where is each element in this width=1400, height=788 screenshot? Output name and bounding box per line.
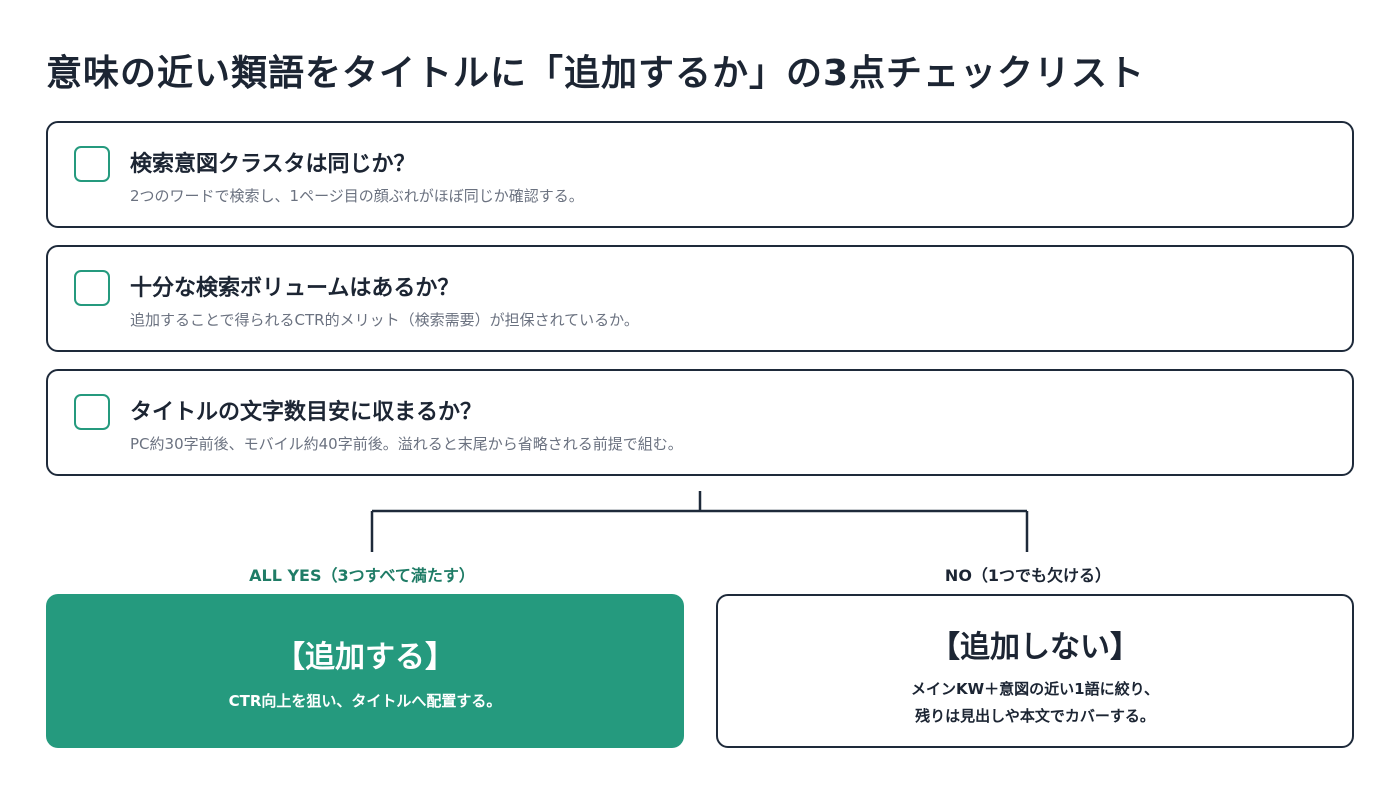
checklist-description: 2つのワードで検索し、1ページ目の顔ぶれがほぼ同じか確認する。 — [130, 187, 584, 205]
checklist-heading: タイトルの文字数目安に収まるか？ — [130, 400, 483, 425]
branch-label-yes: ALL YES（3つすべて満たす） — [249, 566, 475, 585]
checkbox-icon[interactable] — [74, 146, 110, 182]
result-skip-body-line2: 残りは見出しや本文でカバーする。 — [915, 707, 1155, 725]
branch-label-no: NO（1つでも欠ける） — [944, 566, 1112, 585]
checklist-heading: 十分な検索ボリュームはあるか？ — [130, 276, 460, 301]
checklist-description: 追加することで得られるCTR的メリット（検索需要）が担保されているか。 — [130, 311, 639, 329]
result-add-box: 【追加する】 CTR向上を狙い、タイトルへ配置する。 — [46, 594, 684, 748]
checklist-item-intent: 検索意図クラスタは同じか？ 2つのワードで検索し、1ページ目の顔ぶれがほぼ同じか… — [46, 121, 1354, 228]
checklist-item-volume: 十分な検索ボリュームはあるか？ 追加することで得られるCTR的メリット（検索需要… — [46, 245, 1354, 352]
result-skip-box: 【追加しない】 メインKW＋意図の近い1語に絞り、 残りは見出しや本文でカバーす… — [716, 594, 1354, 748]
checkbox-icon[interactable] — [74, 270, 110, 306]
page-title: 意味の近い類語をタイトルに「追加するか」の3点チェックリスト — [46, 53, 1146, 94]
checkbox-icon[interactable] — [74, 394, 110, 430]
checklist-item-length: タイトルの文字数目安に収まるか？ PC約30字前後、モバイル約40字前後。溢れる… — [46, 369, 1354, 476]
result-add-title: 【追加する】 — [275, 640, 455, 675]
result-skip-body: メインKW＋意図の近い1語に絞り、 残りは見出しや本文でカバーする。 — [718, 676, 1352, 730]
checklist-heading: 検索意図クラスタは同じか？ — [130, 152, 416, 177]
checklist-description: PC約30字前後、モバイル約40字前後。溢れると末尾から省略される前提で組む。 — [130, 435, 683, 453]
result-skip-body-line1: メインKW＋意図の近い1語に絞り、 — [910, 680, 1159, 698]
result-skip-title: 【追加しない】 — [930, 630, 1140, 665]
result-add-body: CTR向上を狙い、タイトルへ配置する。 — [228, 692, 502, 710]
